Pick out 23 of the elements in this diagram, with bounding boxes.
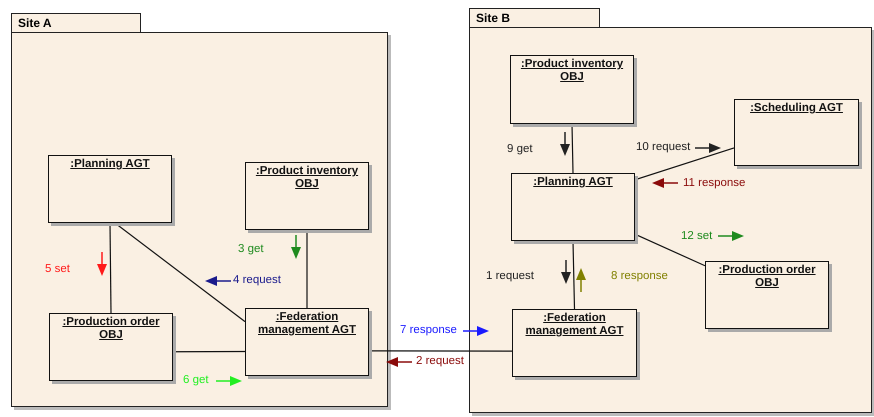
- object-box: :Product inventory OBJ: [245, 162, 369, 230]
- message-label: 2 request: [416, 355, 464, 367]
- message-label: 7 response: [400, 324, 457, 336]
- message-label: 1 request: [486, 270, 534, 282]
- object-box: :Product inventory OBJ: [510, 55, 634, 124]
- message-label: 12 set: [681, 230, 712, 242]
- message-label: 3 get: [238, 243, 264, 255]
- object-box: :Planning AGT: [48, 155, 172, 223]
- message-label: 11 response: [683, 177, 746, 189]
- object-box: :Production order OBJ: [49, 313, 173, 381]
- message-label: 9 get: [507, 143, 533, 155]
- package-name: Site B: [469, 8, 600, 28]
- object-box: :Production order OBJ: [705, 261, 829, 329]
- object-box: :Federation management AGT: [245, 308, 369, 376]
- message-label: 4 request: [233, 274, 281, 286]
- message-label: 5 set: [45, 263, 70, 275]
- object-box: :Scheduling AGT: [734, 99, 859, 166]
- object-box: :Planning AGT: [511, 173, 635, 241]
- message-label: 8 response: [611, 270, 668, 282]
- message-label: 6 get: [183, 374, 209, 386]
- object-box: :Federation management AGT: [512, 309, 637, 377]
- package-name: Site A: [11, 13, 141, 33]
- message-label: 10 request: [636, 141, 690, 153]
